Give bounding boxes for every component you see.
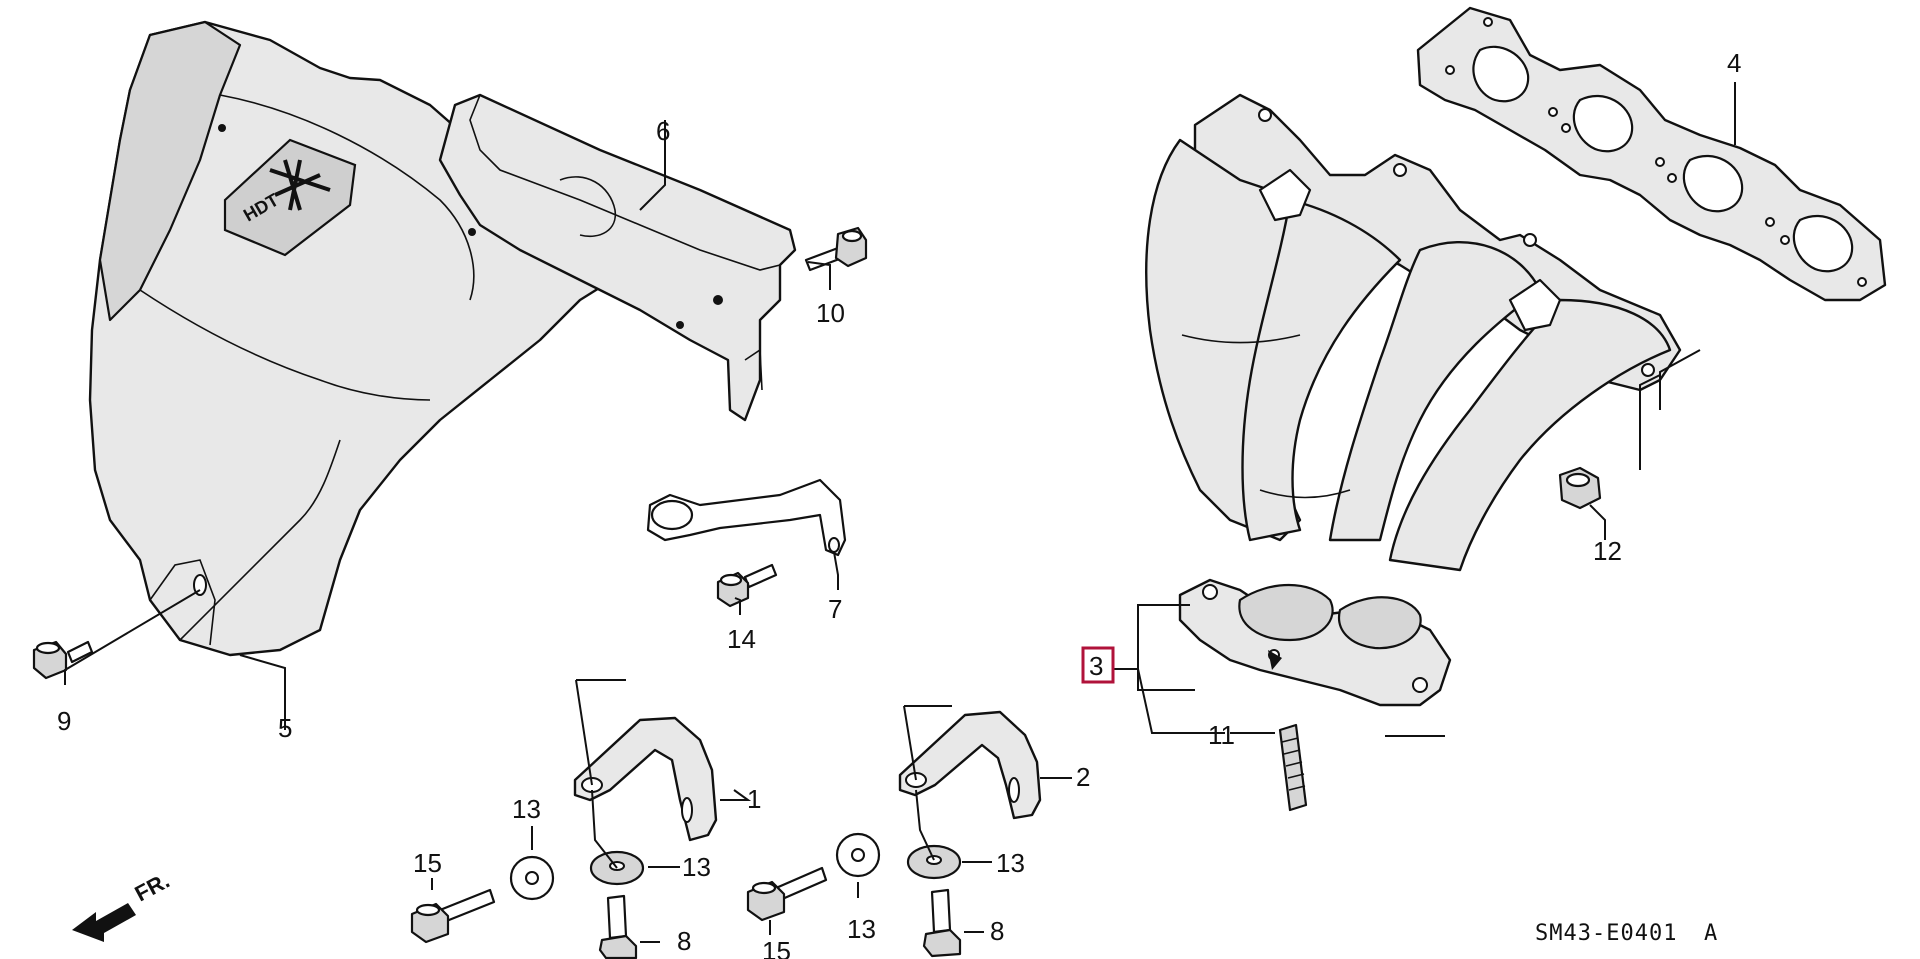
label-part-9: 9: [57, 706, 71, 736]
label-part-13c: 13: [847, 914, 876, 944]
label-part-13a: 13: [512, 794, 541, 824]
drawing-code-suffix: A: [1704, 921, 1718, 946]
drawing-code-text: SM43-E0401: [1535, 921, 1677, 946]
stay-2-drawing[interactable]: [898, 710, 1042, 820]
bracket-7-drawing[interactable]: [646, 478, 847, 557]
label-part-6: 6: [656, 116, 670, 146]
bolt-15-drawings[interactable]: [410, 866, 828, 944]
label-part-4: 4: [1727, 48, 1741, 78]
label-part-8a: 8: [677, 926, 691, 956]
drawing-code: SM43-E0401 A: [1535, 921, 1718, 946]
bolt-14-drawing[interactable]: [716, 563, 778, 608]
front-direction-marker: FR.: [72, 868, 174, 942]
label-part-7: 7: [828, 594, 842, 624]
bolt-10-drawing[interactable]: [804, 226, 868, 272]
label-part-5: 5: [278, 713, 292, 743]
label-part-15b: 15: [762, 936, 791, 959]
gasket-4-drawing[interactable]: [1416, 6, 1887, 302]
stay-1-drawing[interactable]: [573, 716, 718, 842]
front-arrow-icon: [72, 903, 136, 942]
part-labels: 1 2 4 5 6 7 8 8 9 10 11 12 13 13 13 13 1…: [57, 48, 1741, 959]
label-part-3: 3: [1089, 651, 1103, 681]
label-part-8b: 8: [990, 916, 1004, 946]
upper-heat-shield-drawing[interactable]: [438, 93, 797, 422]
highlighted-part-box: [1081, 646, 1115, 684]
label-part-2: 2: [1076, 762, 1090, 792]
vtec-logo-plate: HDT: [223, 138, 357, 257]
washer-13-drawings[interactable]: [509, 832, 962, 901]
label-part-11: 11: [1208, 720, 1235, 750]
stud-11-drawing[interactable]: [1278, 723, 1308, 812]
bolt-8-drawings[interactable]: [598, 888, 962, 959]
label-part-13b: 13: [682, 852, 711, 882]
heat-shield-cover-drawing[interactable]: HDT: [88, 20, 637, 657]
label-part-14: 14: [727, 624, 756, 654]
exhaust-manifold-3-drawing[interactable]: [1145, 93, 1682, 707]
front-label: FR.: [131, 868, 174, 907]
nut-12-drawing[interactable]: [1558, 466, 1602, 510]
leader-lines: [64, 82, 1736, 943]
label-part-13d: 13: [996, 848, 1025, 878]
label-part-15a: 15: [413, 848, 442, 878]
label-part-1: 1: [747, 784, 761, 814]
label-part-10: 10: [816, 298, 845, 328]
label-part-12: 12: [1593, 536, 1622, 566]
